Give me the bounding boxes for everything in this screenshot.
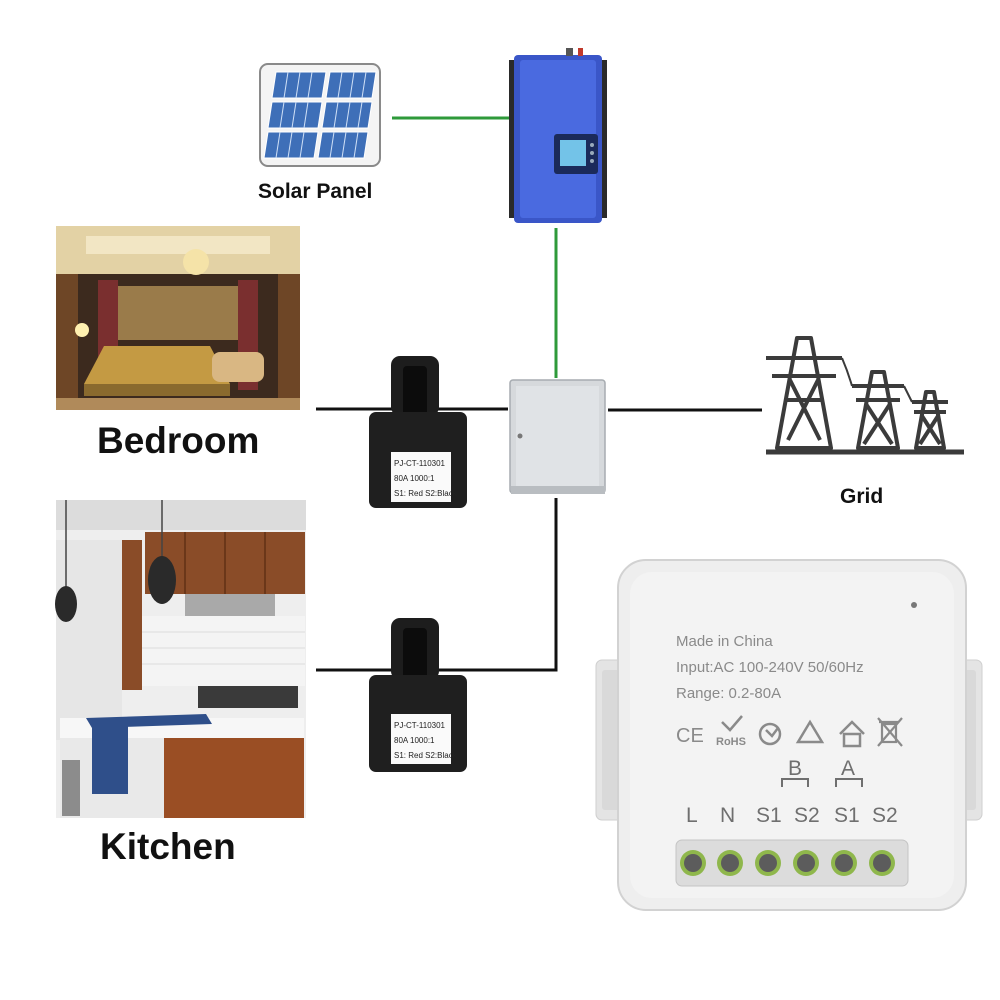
- grid-label: Grid: [840, 485, 884, 508]
- distribution-box: [509, 379, 606, 494]
- terminal-label-l: L: [686, 804, 698, 827]
- indoor-use-house-icon: [839, 720, 865, 748]
- weee-bin-icon: [877, 717, 903, 747]
- ct-leads-kitchen: S1: Red S2:Black: [394, 751, 458, 760]
- terminal-group-a: A: [841, 757, 855, 780]
- grid-tie-inverter: [509, 48, 607, 223]
- ct-rating-kitchen: 80A 1000:1: [394, 736, 435, 745]
- terminal-screws: [680, 850, 895, 876]
- solar-panel-icon: [259, 63, 381, 167]
- ce-mark: CE: [676, 725, 704, 747]
- ct-leads-bedroom: S1: Red S2:Black: [394, 489, 458, 498]
- kitchen-photo: [55, 500, 306, 818]
- solar-panel-label: Solar Panel: [258, 180, 373, 203]
- terminal-label-a-s2: S2: [872, 804, 898, 827]
- rohs-mark: RoHS: [716, 736, 746, 748]
- rohs-check-icon: [721, 715, 743, 732]
- recycle-icon: [795, 719, 825, 744]
- kitchen-label: Kitchen: [100, 826, 236, 867]
- terminal-label-b-s2: S2: [794, 804, 820, 827]
- terminal-label-a-s1: S1: [834, 804, 860, 827]
- ct-rating-bedroom: 80A 1000:1: [394, 474, 435, 483]
- ct-model-kitchen: PJ-CT-110301: [394, 721, 446, 730]
- recycle-arrow-icon: [758, 722, 782, 746]
- terminal-label-n: N: [720, 804, 735, 827]
- device-range: Range: 0.2-80A: [676, 685, 781, 702]
- ct-clamp-kitchen: [369, 618, 467, 772]
- device-input-rating: Input:AC 100-240V 50/60Hz: [676, 659, 864, 676]
- bedroom-photo: [56, 226, 300, 410]
- device-made-in: Made in China: [676, 633, 773, 650]
- energy-monitor-device: [595, 559, 983, 911]
- grid-towers-icon: [766, 336, 964, 455]
- terminal-group-b: B: [788, 757, 802, 780]
- ct-model-bedroom: PJ-CT-110301: [394, 459, 446, 468]
- ct-clamp-bedroom: [369, 356, 467, 508]
- bedroom-label: Bedroom: [97, 420, 260, 461]
- terminal-label-b-s1: S1: [756, 804, 782, 827]
